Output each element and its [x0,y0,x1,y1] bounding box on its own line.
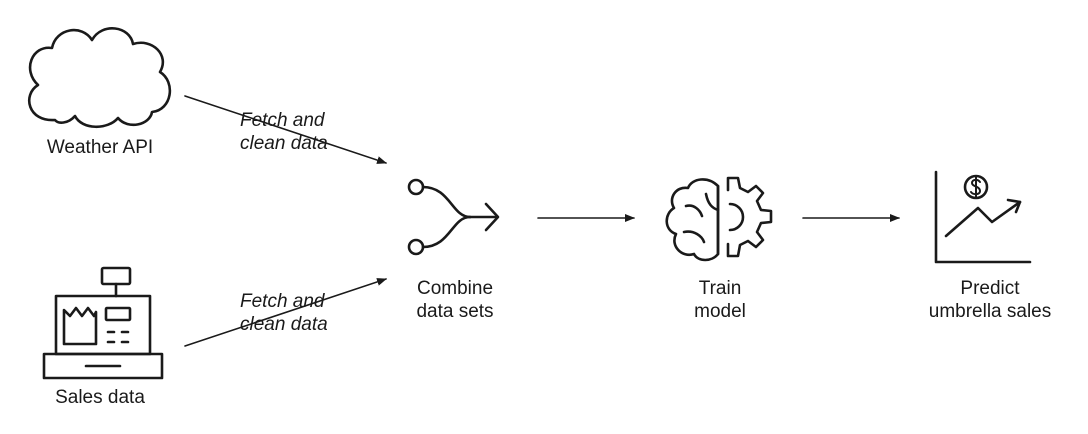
edge-weather-to-combine [184,95,387,164]
combine-data-sets-label: Combine data sets [390,277,520,323]
cloud-icon [27,27,172,129]
edge-label-sales: Fetch and clean data [240,290,328,336]
edge-label-weather: Fetch and clean data [240,109,328,155]
edge-label-sales-line-2: clean data [240,314,328,335]
predict-umbrella-sales-label: Predict umbrella sales [910,277,1070,323]
edge-label-sales-line-1: Fetch and [240,291,325,312]
combine-label-line-1: Combine [416,278,494,299]
predict-label-line-1: Predict [960,278,1020,299]
brain-gear-icon [665,176,773,262]
combine-label-line-2: data sets [416,301,494,322]
sales-data-label: Sales data [55,387,145,408]
train-label-line-1: Train [698,278,742,299]
merge-icon [407,178,500,256]
edge-sales-to-combine [184,278,387,347]
train-model-label: Train model [660,277,780,323]
predict-label-line-2: umbrella sales [928,301,1052,322]
weather-api-label: Weather API [46,137,154,158]
edge-label-weather-line-1: Fetch and [240,110,325,131]
cash-register-icon [42,266,164,380]
train-label-line-2: model [694,301,746,322]
growth-chart-dollar-icon [934,170,1032,264]
edge-label-weather-line-2: clean data [240,133,328,154]
